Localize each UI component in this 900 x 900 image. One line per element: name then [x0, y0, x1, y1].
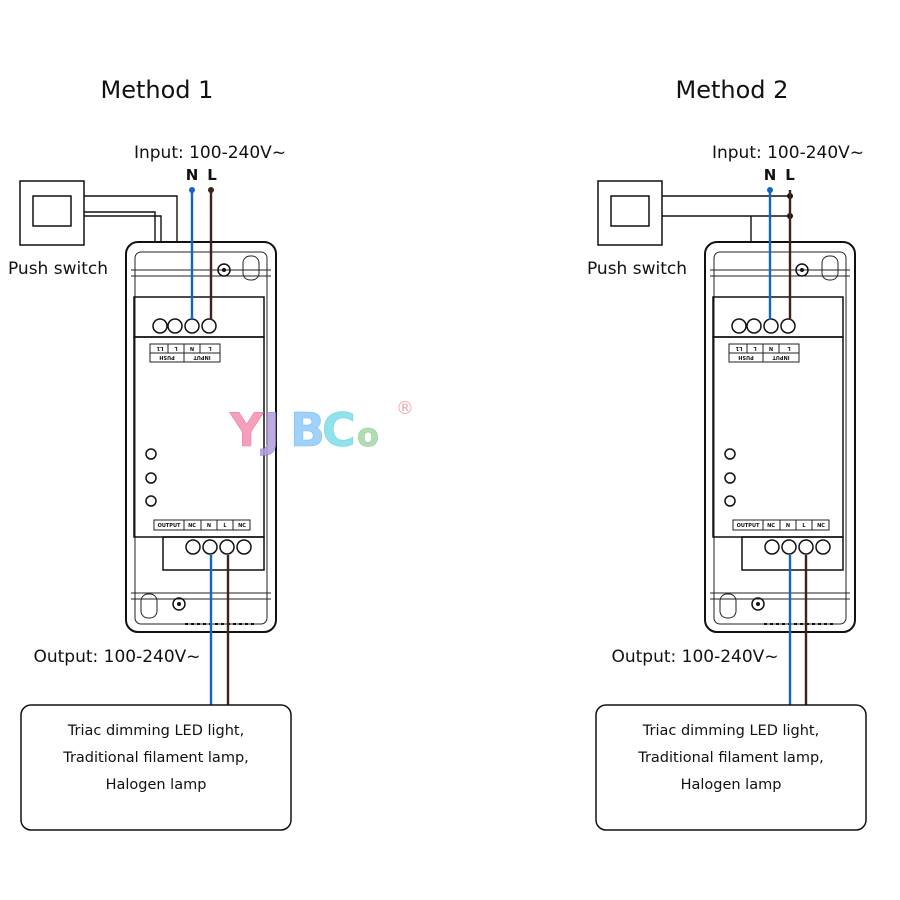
- push-switch-label: Push switch: [587, 259, 687, 279]
- terminal-label: NC: [817, 523, 825, 529]
- terminal-label: INPUT: [772, 354, 790, 360]
- method-title: Method 1: [101, 76, 214, 104]
- watermark-letter: C: [322, 403, 356, 457]
- terminal-label: L: [208, 345, 212, 351]
- method-2-panel: Method 2 Input: 100-240V~ N L Push switc…: [587, 76, 867, 831]
- push-switch-label: Push switch: [8, 259, 108, 279]
- neutral-label: N: [186, 166, 199, 184]
- method-title: Method 2: [676, 76, 789, 104]
- dimmer-controller: PUSH L1 L N INPUT L OUTPUT NC N: [125, 241, 277, 633]
- terminal-label: INPUT: [193, 354, 211, 360]
- terminal-label: OUTPUT: [158, 523, 181, 529]
- terminal-label: L1: [735, 345, 742, 351]
- load-line: Halogen lamp: [681, 777, 782, 793]
- terminal-label: OUTPUT: [737, 523, 760, 529]
- push-switch: [19, 180, 85, 246]
- terminal-label: N: [207, 523, 211, 529]
- load-box: Triac dimming LED light, Traditional fil…: [595, 704, 867, 831]
- watermark-letter: o: [357, 416, 379, 454]
- terminal-label: NC: [767, 523, 775, 529]
- screw-hole-icon: [172, 597, 186, 611]
- terminal-label: L: [802, 523, 806, 529]
- terminal-label: L1: [156, 345, 163, 351]
- terminal-label: NC: [238, 523, 246, 529]
- top-terminal-block: [731, 318, 796, 334]
- load-box: Triac dimming LED light, Traditional fil…: [20, 704, 292, 831]
- dimmer-controller: PUSH L1 L N INPUT L OUTPUT NC N: [704, 241, 856, 633]
- watermark-letter: J: [260, 403, 280, 457]
- live-label: L: [785, 166, 795, 184]
- bottom-terminal-block: [764, 539, 831, 555]
- top-terminal-legend: PUSH L1 L N INPUT L: [149, 343, 221, 363]
- bottom-terminal-legend: OUTPUT NC N L NC: [153, 519, 251, 531]
- terminal-label: N: [769, 345, 773, 351]
- bottom-terminal-block: [185, 539, 252, 555]
- indicator-leds: [724, 448, 736, 507]
- watermark-letter: B: [290, 403, 325, 457]
- terminal-label: PUSH: [738, 354, 754, 360]
- terminal-label: L: [787, 345, 791, 351]
- brand-watermark: Y J B C o ®: [229, 398, 414, 457]
- watermark-registered: ®: [396, 398, 414, 419]
- screw-hole-icon: [795, 263, 809, 277]
- input-voltage-label: Input: 100-240V~: [712, 143, 864, 163]
- bottom-terminal-legend: OUTPUT NC N L NC: [732, 519, 830, 531]
- terminal-label: PUSH: [159, 354, 175, 360]
- method-1-panel: Method 1 Input: 100-240V~ N L Push switc…: [8, 76, 292, 831]
- load-line: Triac dimming LED light,: [642, 723, 819, 739]
- watermark-letter: Y: [229, 403, 264, 457]
- terminal-label: NC: [188, 523, 196, 529]
- screw-hole-icon: [751, 597, 765, 611]
- screw-hole-icon: [217, 263, 231, 277]
- top-terminal-legend: PUSH L1 L N INPUT L: [728, 343, 800, 363]
- load-line: Triac dimming LED light,: [67, 723, 244, 739]
- terminal-label: N: [190, 345, 194, 351]
- terminal-label: L: [223, 523, 227, 529]
- terminal-label: L: [753, 345, 757, 351]
- input-voltage-label: Input: 100-240V~: [134, 143, 286, 163]
- push-switch: [597, 180, 663, 246]
- neutral-label: N: [764, 166, 777, 184]
- terminal-label: N: [786, 523, 790, 529]
- load-line: Traditional filament lamp,: [62, 750, 249, 766]
- indicator-leds: [145, 448, 157, 507]
- output-voltage-label: Output: 100-240V~: [611, 647, 778, 667]
- output-voltage-label: Output: 100-240V~: [33, 647, 200, 667]
- load-line: Traditional filament lamp,: [637, 750, 824, 766]
- terminal-label: L: [174, 345, 178, 351]
- load-line: Halogen lamp: [106, 777, 207, 793]
- live-label: L: [207, 166, 217, 184]
